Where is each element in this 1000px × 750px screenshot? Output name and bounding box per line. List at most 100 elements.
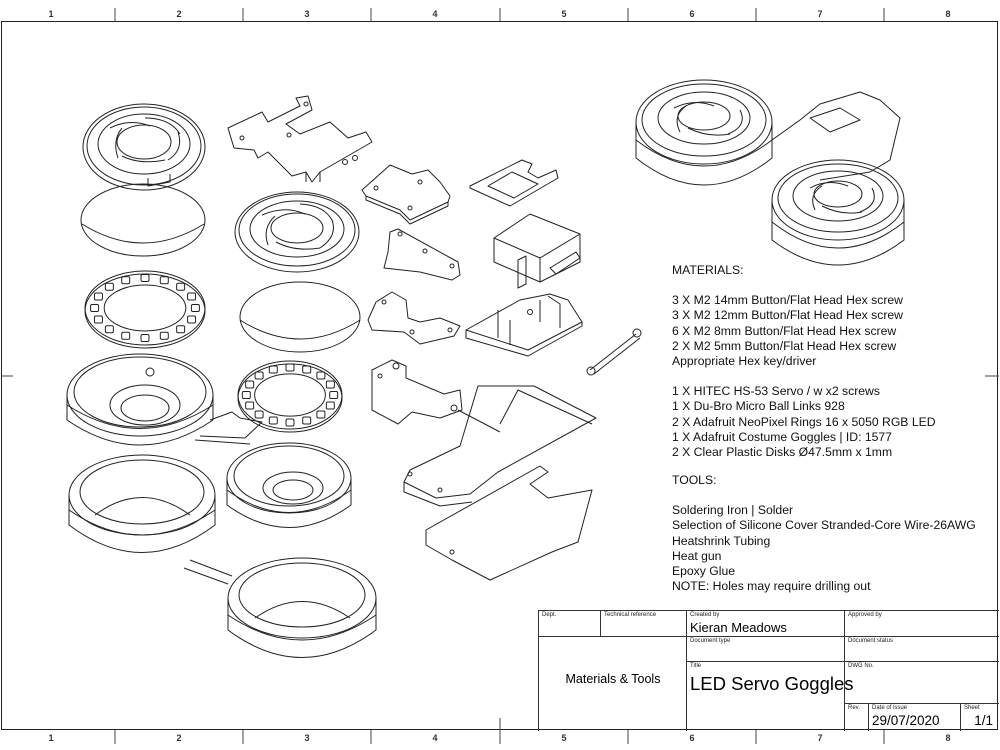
goggle-cup-part: [68, 454, 216, 553]
zone-label: 3: [304, 9, 310, 19]
created-by-cell: Created by Kieran Meadows: [686, 610, 844, 636]
doc-status-cell: Document status: [844, 636, 999, 661]
drawing-subtitle: Materials & Tools: [565, 672, 661, 686]
materials-item: 6 X M2 8mm Button/Flat Head Hex screw: [672, 323, 897, 338]
mount-block-part: [371, 359, 463, 425]
zone-label: 1: [48, 733, 54, 743]
dept-cell: Dept.: [538, 610, 600, 636]
dwg-no-cell: DWG No.: [844, 661, 999, 703]
led-pixel: [140, 274, 150, 283]
materials-heading: MATERIALS:: [672, 263, 744, 277]
led-pixel: [90, 304, 100, 312]
led-pixel: [121, 276, 131, 285]
sheet-cell: Sheet 1/1: [960, 703, 999, 731]
servo-bracket-part: [227, 95, 373, 183]
date-cell: Date of issue 29/07/2020: [868, 703, 960, 731]
zone-label: 7: [817, 9, 823, 19]
led-pixel: [187, 292, 197, 301]
led-pixel: [254, 371, 264, 380]
approved-by-cell: Approved by: [844, 610, 999, 636]
clear-disk-part: [239, 281, 361, 353]
title-block: Dept. Technical reference Materials & To…: [538, 610, 999, 731]
materials-item: 3 X M2 14mm Button/Flat Head Hex screw: [672, 293, 903, 308]
tech-ref-label: Technical reference: [604, 612, 657, 618]
tools-item: Soldering Iron | Solder: [672, 503, 794, 518]
led-pixel: [121, 331, 131, 340]
subtitle-cell: Materials & Tools: [538, 636, 686, 731]
iris-ring-part: [234, 191, 360, 273]
drawing-title: LED Servo Goggles: [690, 673, 854, 694]
title-cell: Title LED Servo Goggles: [686, 661, 854, 731]
assembled-goggles-view: [635, 79, 905, 266]
battery-cover-part: [425, 465, 593, 581]
led-pixel: [176, 282, 186, 291]
led-pixel: [187, 315, 197, 324]
rev-cell: Rev.: [844, 703, 868, 731]
materials-item: 2 X Adafruit NeoPixel Rings 16 x 5050 RG…: [672, 414, 936, 429]
mount-plate-part: [367, 291, 461, 345]
created-by-value: Kieran Meadows: [690, 620, 787, 635]
tools-item: Heatshrink Tubing: [672, 533, 771, 548]
ball-link-part: [586, 328, 642, 376]
zone-label: 4: [432, 733, 438, 743]
tools-item: Heat gun: [672, 548, 722, 563]
date-of-issue: 29/07/2020: [872, 713, 940, 728]
led-pixel: [254, 410, 264, 419]
led-pixel: [104, 325, 114, 334]
led-pixel: [245, 401, 255, 410]
iris-ring-part: [82, 103, 206, 191]
zone-label: 8: [945, 9, 951, 19]
strap-arm-part: [183, 559, 233, 585]
led-pixel: [325, 380, 335, 389]
dept-label: Dept.: [542, 612, 557, 618]
materials-section: MATERIALS: 3 X M2 14mm Button/Flat Head …: [672, 263, 936, 460]
materials-item: 1 X Du-Bro Micro Ball Links 928: [672, 399, 845, 414]
sheet-label: Sheet: [964, 705, 980, 711]
goggle-cup-part: [226, 442, 352, 528]
zone-label: 3: [304, 733, 310, 743]
zone-label: 6: [689, 9, 695, 19]
led-pixel: [268, 416, 278, 425]
materials-item: 1 X HITEC HS-53 Servo / w x2 screws: [672, 384, 880, 399]
zone-label: 5: [561, 9, 567, 19]
bridge-part: [194, 411, 263, 445]
date-label: Date of issue: [872, 705, 908, 711]
led-pixel: [285, 418, 295, 427]
servo-base-part: [465, 293, 583, 357]
materials-item: 2 X M2 5mm Button/Flat Head Hex screw: [672, 338, 897, 353]
led-pixel: [268, 365, 278, 374]
clear-disk-part: [80, 183, 206, 257]
zone-label: 7: [817, 733, 823, 743]
zone-label: 8: [945, 733, 951, 743]
zone-label: 4: [432, 9, 438, 19]
neopixel-ring-part: [237, 360, 343, 433]
led-pixel: [245, 380, 255, 389]
tools-section: TOOLS: Soldering Iron | Solder Selection…: [672, 473, 976, 594]
doc-type-label: Document type: [690, 638, 731, 644]
goggle-cup-part: [227, 557, 377, 658]
zone-ticks: [1, 8, 999, 744]
tools-item: Epoxy Glue: [672, 564, 736, 579]
led-pixel: [93, 292, 103, 301]
dwg-no-label: DWG No.: [848, 663, 874, 669]
led-pixel: [325, 401, 335, 410]
led-pixel: [190, 304, 200, 312]
tools-heading: TOOLS:: [672, 473, 717, 487]
led-pixel: [302, 416, 312, 425]
approved-by-label: Approved by: [848, 612, 882, 618]
goggle-cup-part: [66, 353, 214, 446]
led-pixel: [302, 365, 312, 374]
led-pixel: [159, 331, 169, 340]
zone-label: 1: [48, 9, 54, 19]
doc-status-label: Document status: [848, 638, 894, 644]
led-pixel: [241, 391, 251, 399]
materials-item: 3 X M2 12mm Button/Flat Head Hex screw: [672, 308, 903, 323]
tools-note: NOTE: Holes may require drilling out: [672, 579, 871, 594]
neopixel-ring-part: [84, 270, 206, 349]
led-pixel: [140, 333, 150, 342]
servo-part: [493, 213, 581, 289]
materials-item: 1 X Adafruit Costume Goggles | ID: 1577: [672, 429, 892, 444]
created-by-label: Created by: [690, 612, 720, 618]
